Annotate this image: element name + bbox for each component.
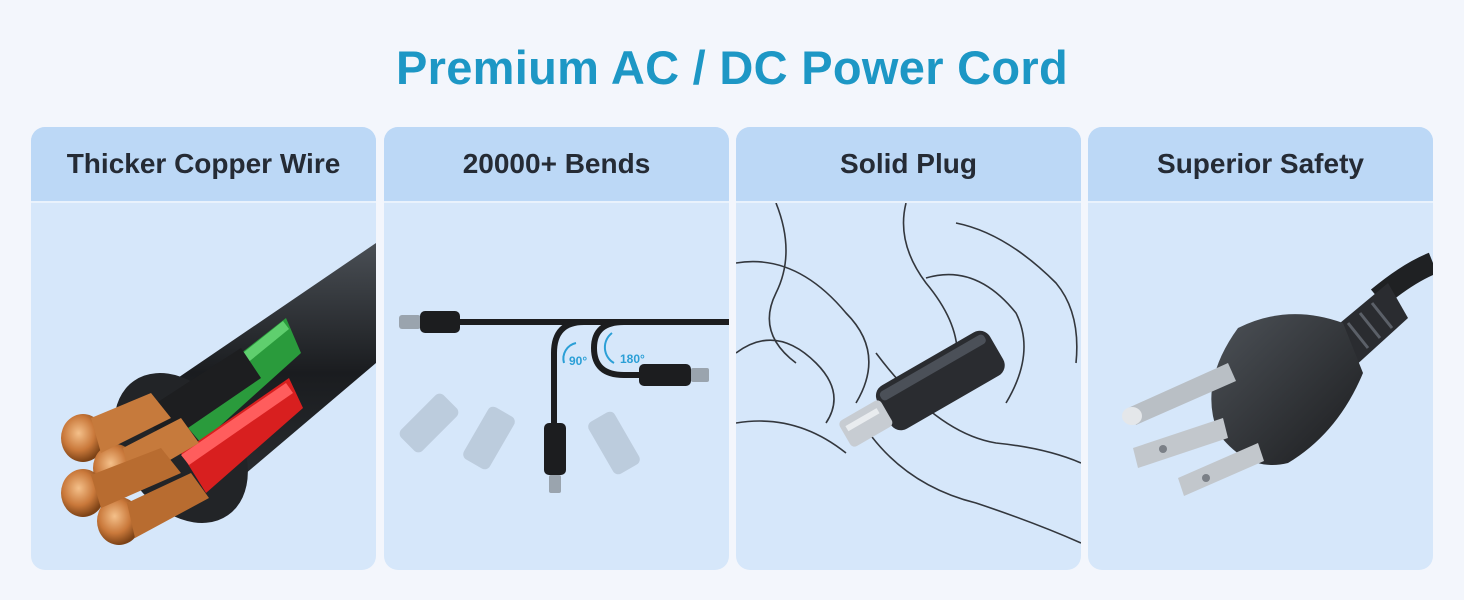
feature-card-solid-plug: Solid Plug bbox=[736, 127, 1081, 570]
copper-strand-icon bbox=[61, 393, 209, 545]
feature-title: Superior Safety bbox=[1088, 127, 1433, 203]
angle-label: 180° bbox=[620, 352, 645, 366]
feature-title: Thicker Copper Wire bbox=[31, 127, 376, 203]
angle-label: 90° bbox=[569, 354, 587, 368]
copper-wire-cable-icon bbox=[61, 243, 376, 545]
feature-card-safety: Superior Safety bbox=[1088, 127, 1433, 570]
feature-title: Solid Plug bbox=[736, 127, 1081, 203]
feature-title: 20000+ Bends bbox=[384, 127, 729, 203]
feature-card-copper-wire: Thicker Copper Wire bbox=[31, 127, 376, 570]
bending-cable-icon: 90° 180° bbox=[399, 311, 729, 493]
hand-holding-plug-icon bbox=[736, 203, 1081, 544]
feature-card-bends: 20000+ Bends 90° 180° bbox=[384, 127, 729, 570]
three-prong-plug-icon bbox=[1122, 252, 1433, 496]
page-title: Premium AC / DC Power Cord bbox=[396, 41, 1068, 94]
